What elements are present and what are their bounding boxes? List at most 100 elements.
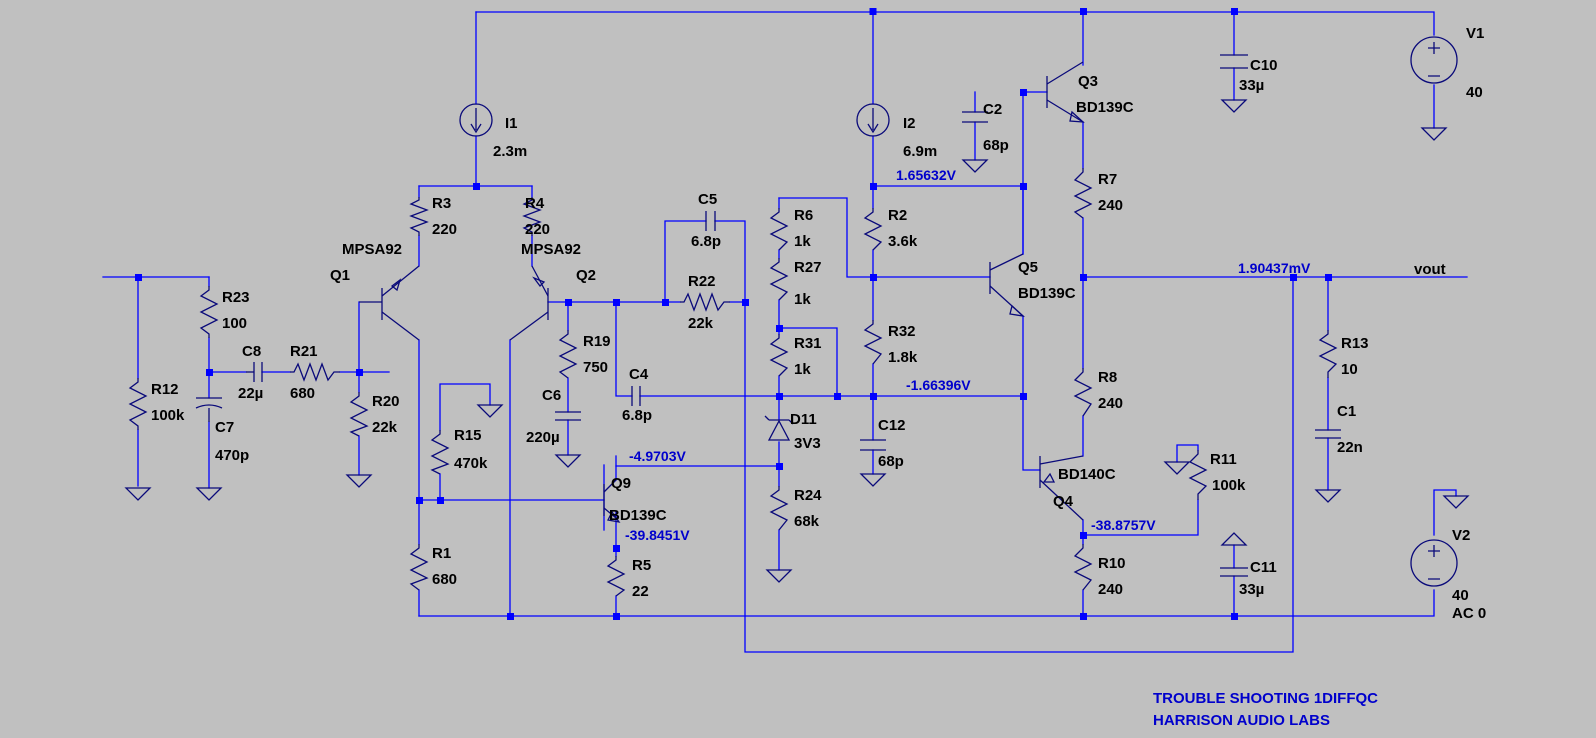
label-c7-value: 470p: [215, 447, 249, 464]
note-line-2: HARRISON AUDIO LABS: [1153, 712, 1330, 729]
wires: [102, 11, 1468, 653]
current-source-i1: [459, 103, 493, 137]
resistor-r12: [128, 378, 148, 430]
label-r10-value: 240: [1098, 581, 1123, 598]
label-r31-value: 1k: [794, 361, 811, 378]
label-c5-name: C5: [698, 191, 717, 208]
label-r1-name: R1: [432, 545, 451, 562]
label-i1-name: I1: [505, 115, 518, 132]
label-r20-name: R20: [372, 393, 400, 410]
label-r6-value: 1k: [794, 233, 811, 250]
label-d11-name: D11: [790, 411, 817, 428]
label-v1-name: V1: [1466, 25, 1484, 42]
resistor-r27: [769, 258, 789, 301]
label-v2-ac: AC 0: [1452, 605, 1486, 622]
voltage-source-v1: [1410, 36, 1458, 84]
capacitor-c4: [631, 386, 641, 406]
capacitor-c5: [705, 211, 716, 231]
voltage-source-v2: [1410, 539, 1458, 587]
label-c10-name: C10: [1250, 57, 1278, 74]
label-i1-value: 2.3m: [493, 143, 527, 160]
resistors: [128, 168, 1338, 597]
label-r20-value: 22k: [372, 419, 398, 436]
label-c2-name: C2: [983, 101, 1002, 118]
label-r23-value: 100: [222, 315, 247, 332]
label-r8-name: R8: [1098, 369, 1117, 386]
label-v1-value: 40: [1466, 84, 1483, 101]
label-r31-name: R31: [794, 335, 822, 352]
capacitor-c1: [1315, 429, 1341, 439]
label-q3-name: Q3: [1078, 73, 1098, 90]
label-r4-value: 220: [525, 221, 550, 238]
capacitor-c10: [1220, 54, 1248, 69]
label-q4-name: Q4: [1053, 493, 1074, 510]
label-r15-value: 470k: [454, 455, 488, 472]
label-r13-name: R13: [1341, 335, 1369, 352]
label-r21-name: R21: [290, 343, 318, 360]
schematic-notes: TROUBLE SHOOTING 1DIFFQC HARRISON AUDIO …: [1153, 690, 1378, 729]
capacitor-c12: [860, 439, 886, 451]
label-v2-value: 40: [1452, 587, 1469, 604]
label-r22-name: R22: [688, 273, 716, 290]
label-r7-name: R7: [1098, 171, 1117, 188]
label-r22-value: 22k: [688, 315, 714, 332]
label-r3-value: 220: [432, 221, 457, 238]
label-r5-name: R5: [632, 557, 651, 574]
resistor-r3: [409, 197, 429, 236]
voltage-output: 1.90437mV: [1238, 260, 1311, 276]
label-c1-value: 22n: [1337, 439, 1363, 456]
voltage-top-bias: 1.65632V: [896, 167, 957, 183]
label-r32-name: R32: [888, 323, 916, 340]
label-c4-name: C4: [629, 366, 649, 383]
capacitor-c6: [555, 411, 581, 421]
junctions: [135, 8, 1332, 620]
resistor-r11: [1188, 450, 1208, 500]
label-c5-value: 6.8p: [691, 233, 721, 250]
transistor-q9: [603, 479, 621, 523]
current-source-i2: [856, 103, 890, 137]
label-r2-name: R2: [888, 207, 907, 224]
label-r11-name: R11: [1210, 451, 1237, 468]
label-q2-model: MPSA92: [521, 241, 581, 258]
resistor-r21: [290, 362, 340, 382]
voltage-q9-base: -4.9703V: [629, 448, 686, 464]
resistor-r2: [863, 208, 883, 251]
label-r4-name: R4: [525, 195, 545, 212]
label-r7-value: 240: [1098, 197, 1123, 214]
label-c11-name: C11: [1250, 559, 1277, 576]
resistor-r13: [1318, 330, 1338, 378]
voltage-q4-emitter: -38.8757V: [1091, 517, 1156, 533]
label-r5-value: 22: [632, 583, 649, 600]
label-c10-value: 33µ: [1239, 77, 1264, 94]
label-r10-name: R10: [1098, 555, 1126, 572]
label-c7-name: C7: [215, 419, 234, 436]
resistor-r19: [558, 330, 578, 379]
label-i2-value: 6.9m: [903, 143, 937, 160]
resistor-r6: [769, 208, 789, 251]
label-r6-name: R6: [794, 207, 813, 224]
label-c8-value: 22µ: [238, 385, 263, 402]
transistor-q1: [359, 265, 420, 341]
ground-symbols: [124, 99, 1470, 583]
resistor-r32: [863, 320, 883, 365]
label-c12-value: 68p: [878, 453, 904, 470]
transistor-q5: [989, 253, 1026, 317]
label-c6-value: 220µ: [526, 429, 560, 446]
label-r8-value: 240: [1098, 395, 1123, 412]
label-c11-value: 33µ: [1239, 581, 1264, 598]
capacitor-c7: [195, 397, 223, 422]
label-r12-name: R12: [151, 381, 179, 398]
label-r1-value: 680: [432, 571, 457, 588]
capacitor-c2: [962, 111, 988, 123]
resistor-r8: [1073, 368, 1093, 417]
node-voltages: 1.65632V -1.66396V -4.9703V -39.8451V -3…: [625, 167, 1311, 543]
voltage-q9-emitter: -39.8451V: [625, 527, 690, 543]
transistor-q3: [1046, 61, 1085, 123]
transistor-q4: [1039, 455, 1084, 521]
label-r23-name: R23: [222, 289, 250, 306]
label-r24-value: 68k: [794, 513, 820, 530]
label-r2-value: 3.6k: [888, 233, 918, 250]
label-q9-model: BD139C: [609, 507, 667, 524]
note-line-1: TROUBLE SHOOTING 1DIFFQC: [1153, 690, 1378, 707]
